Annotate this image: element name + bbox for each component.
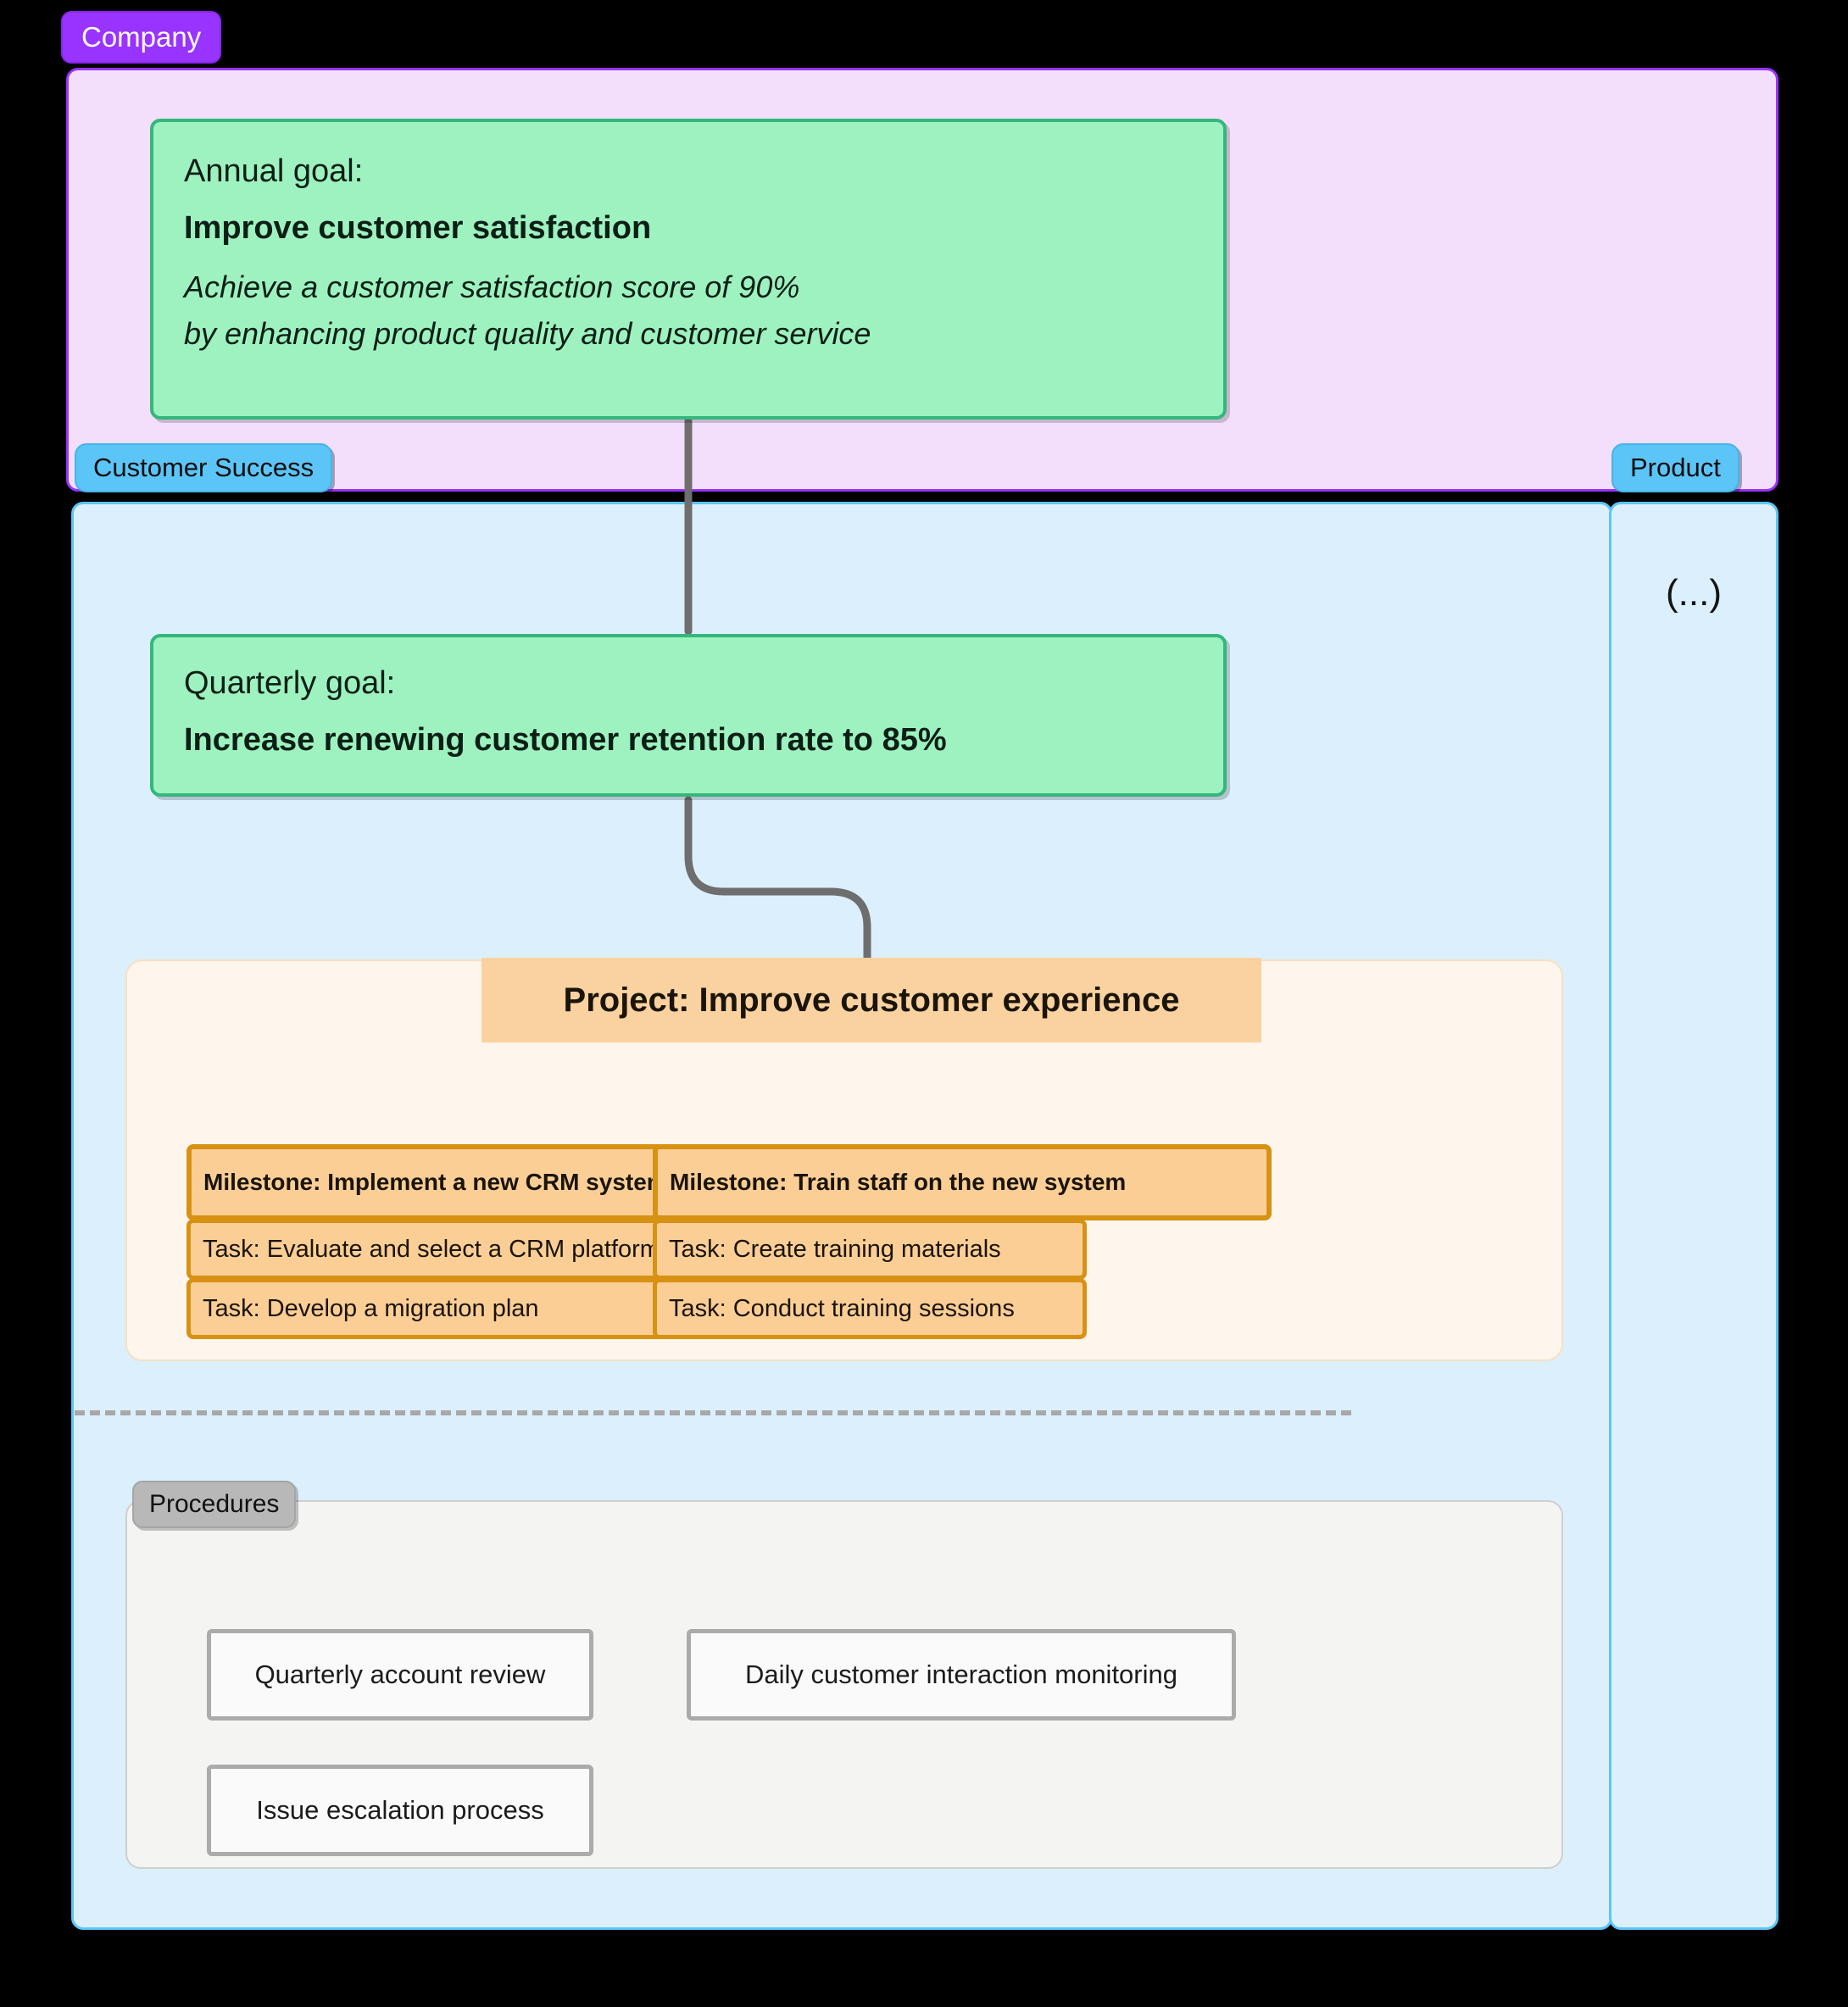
task-label: Task: Develop a migration plan: [203, 1294, 539, 1322]
task-label: Task: Evaluate and select a CRM platform: [203, 1235, 660, 1263]
quarterly-goal-title: Increase renewing customer retention rat…: [184, 722, 947, 759]
project-header-label: Project: Improve customer experience: [563, 981, 1180, 1019]
annual-goal-card[interactable]: Annual goal: Improve customer satisfacti…: [150, 119, 1227, 420]
project-card[interactable]: Project: Improve customer experience Mil…: [125, 958, 1563, 1361]
customer-success-badge-label: Customer Success: [93, 453, 314, 482]
quarterly-goal-card[interactable]: Quarterly goal: Increase renewing custom…: [150, 634, 1227, 797]
section-divider: [75, 1410, 1351, 1415]
procedures-badge-label: Procedures: [149, 1490, 280, 1518]
product-badge[interactable]: Product: [1611, 443, 1739, 492]
annual-goal-description-line-2: by enhancing product quality and custome…: [184, 315, 871, 351]
task-box[interactable]: Task: Create training materials: [653, 1219, 1087, 1280]
company-badge-label: Company: [81, 21, 202, 53]
product-badge-label: Product: [1630, 453, 1721, 482]
customer-success-badge[interactable]: Customer Success: [75, 443, 333, 492]
product-swimlane: (...): [1609, 502, 1778, 1930]
task-label: Task: Create training materials: [669, 1235, 1001, 1263]
milestone-group-2: Milestone: Train staff on the new system…: [653, 1144, 1272, 1339]
annual-goal-kind-label: Annual goal:: [184, 153, 364, 189]
procedure-box[interactable]: Issue escalation process: [207, 1765, 593, 1856]
procedure-box[interactable]: Quarterly account review: [207, 1629, 593, 1721]
procedure-label: Issue escalation process: [256, 1795, 544, 1825]
milestone-box[interactable]: Milestone: Train staff on the new system: [653, 1144, 1272, 1220]
procedure-label: Quarterly account review: [254, 1660, 546, 1689]
project-header: Project: Improve customer experience: [481, 958, 1261, 1042]
product-placeholder-ellipsis: (...): [1666, 572, 1722, 614]
task-box[interactable]: Task: Conduct training sessions: [653, 1278, 1087, 1339]
procedures-panel: Quarterly account review Daily customer …: [125, 1500, 1563, 1869]
milestone-label: Milestone: Implement a new CRM system: [203, 1169, 668, 1195]
task-label: Task: Conduct training sessions: [669, 1294, 1015, 1322]
annual-goal-description-line-1: Achieve a customer satisfaction score of…: [184, 269, 800, 304]
quarterly-goal-kind-label: Quarterly goal:: [184, 665, 396, 701]
procedure-box[interactable]: Daily customer interaction monitoring: [687, 1629, 1236, 1721]
annual-goal-title: Improve customer satisfaction: [184, 210, 652, 247]
company-badge[interactable]: Company: [61, 11, 222, 64]
procedure-label: Daily customer interaction monitoring: [745, 1660, 1177, 1689]
procedures-badge[interactable]: Procedures: [132, 1481, 297, 1528]
milestone-label: Milestone: Train staff on the new system: [670, 1169, 1127, 1195]
